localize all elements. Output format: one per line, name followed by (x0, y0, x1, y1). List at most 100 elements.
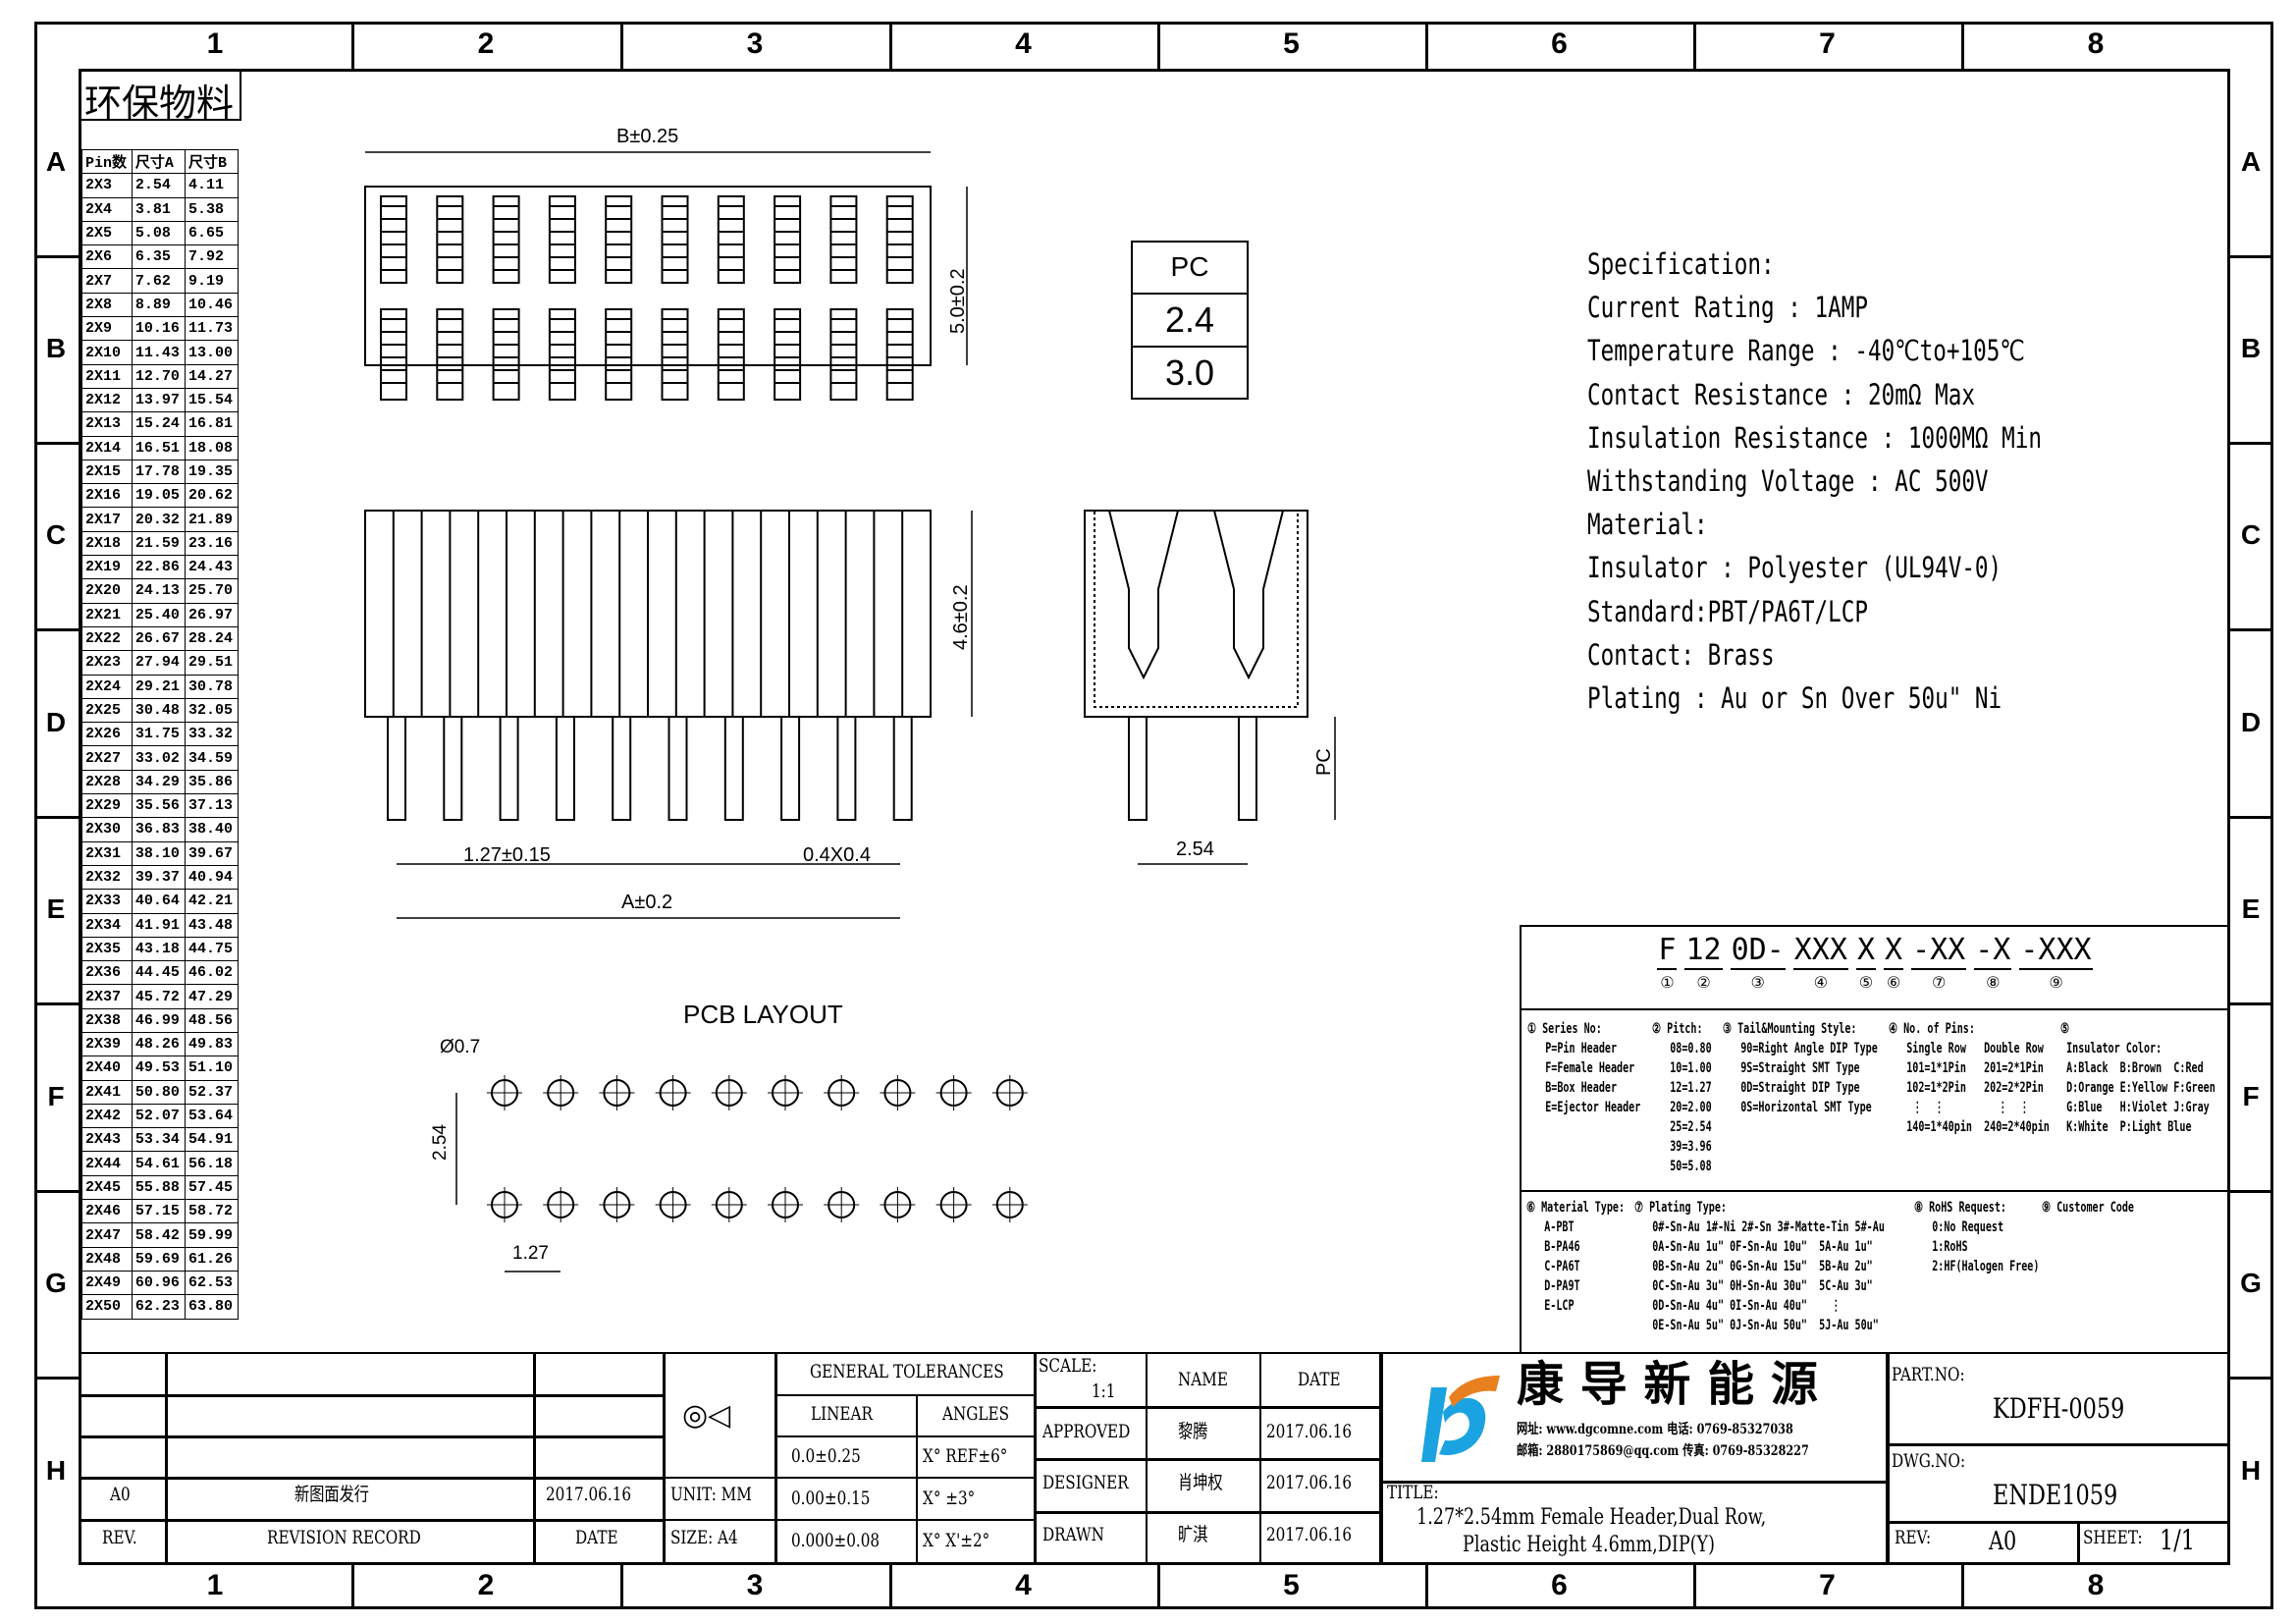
drawn-name: 旷淇 (1178, 1524, 1208, 1545)
row-label-left: A (45, 146, 67, 177)
table-cell: 2X36 (81, 960, 133, 986)
dim-pcb-pitch: 1.27 (512, 1243, 549, 1264)
zone-tick (1693, 1565, 1696, 1609)
company-box (1381, 1352, 1888, 1565)
zone-tick (1961, 22, 1964, 69)
table-cell: 47.29 (184, 984, 240, 1009)
part-code-value: -XX (1911, 933, 1967, 970)
table-cell: 49.83 (184, 1031, 240, 1057)
zone-tick (1425, 1565, 1428, 1609)
pc-table (1131, 241, 1249, 400)
zone-tick (34, 1190, 79, 1193)
column-label-top: 4 (1015, 27, 1032, 60)
eco-label: 环保物料 (84, 81, 235, 125)
table-cell: 2X19 (81, 555, 133, 580)
company-logo (1421, 1376, 1500, 1462)
row-label-left: H (45, 1455, 67, 1486)
dim-height-front: 4.6±0.2 (950, 584, 972, 650)
table-cell: 30.78 (184, 674, 240, 699)
table-cell: 11.73 (184, 316, 240, 342)
divider (1131, 293, 1249, 295)
pc-value-1: 2.4 (1164, 299, 1215, 340)
zone-tick (2230, 628, 2273, 631)
hole-cross (599, 1187, 635, 1222)
dwg-no: ENDE1059 (1993, 1479, 2118, 1511)
contact-slot (774, 195, 802, 284)
unit: UNIT: MM (670, 1484, 752, 1505)
hole-cross (543, 1187, 579, 1222)
column-label-top: 8 (2087, 27, 2105, 60)
zone-tick (2230, 816, 2273, 819)
table-cell: 2X8 (81, 292, 133, 318)
hole-cross (487, 1187, 522, 1222)
table-cell: 35.56 (131, 793, 186, 819)
contact-slot (717, 195, 745, 284)
row-label-right: E (2241, 893, 2261, 924)
contact (1213, 510, 1284, 680)
row-label-left: B (45, 333, 67, 363)
col-line (774, 1352, 777, 1565)
rev-label: REV: (1895, 1527, 1932, 1548)
table-cell: 17.78 (131, 459, 186, 485)
table-cell: 48.26 (131, 1031, 186, 1057)
row-label-left: C (45, 519, 67, 550)
table-cell: 8.89 (131, 292, 186, 318)
hole-cross (711, 1075, 747, 1110)
linear-tolerance: 0.000±0.08 (791, 1530, 881, 1551)
spec-line: Material: (1587, 508, 1708, 542)
spec-line: Standard:PBT/PA6T/LCP (1587, 594, 1868, 628)
sheet-value: 1/1 (2160, 1524, 2196, 1556)
drawing-title: Plastic Height 4.6mm,DIP(Y) (1463, 1533, 1716, 1557)
part-code-value: F (1657, 933, 1678, 970)
table-cell: 2X18 (81, 530, 133, 557)
part-code-index: ① (1660, 973, 1675, 992)
table-cell: 2.54 (131, 173, 186, 198)
table-cell: 54.61 (131, 1151, 186, 1176)
table-cell: 14.27 (184, 363, 240, 389)
pin (1238, 716, 1257, 821)
header-rev: REV. (102, 1527, 137, 1548)
table-cell: 2X44 (81, 1151, 133, 1176)
zone-tick (34, 1002, 79, 1005)
dim-side-pitch: 2.54 (1176, 839, 1214, 860)
date-header: DATE (1298, 1369, 1341, 1390)
zone-tick (2230, 442, 2273, 445)
zone-tick (2230, 1190, 2273, 1193)
table-cell: 5.08 (131, 220, 186, 246)
table-cell: 25.70 (184, 578, 240, 604)
pin (555, 716, 575, 821)
drawing-title: 1.27*2.54mm Female Header,Dual Row, (1416, 1505, 1767, 1530)
col-line (663, 1352, 666, 1565)
table-cell: 19.35 (184, 459, 240, 485)
dwg-no-label: DWG.NO: (1892, 1450, 1966, 1472)
hole-cross (935, 1075, 972, 1110)
contact-slot (885, 195, 914, 284)
table-cell: 13.00 (184, 340, 240, 365)
contact-slot (380, 308, 407, 401)
table-cell: 52.37 (184, 1079, 240, 1105)
table-cell: 20.62 (184, 483, 240, 509)
table-cell: 56.18 (184, 1151, 240, 1176)
sheet-label: SHEET: (2083, 1527, 2143, 1548)
approved-label: APPROVED (1042, 1421, 1131, 1442)
part-code-index: ⑤ (1858, 973, 1874, 992)
name-header: NAME (1178, 1369, 1228, 1390)
title-label: TITLE: (1387, 1482, 1439, 1503)
part-code-index: ⑧ (1986, 973, 2001, 992)
legend-block: ④ No. of Pins: Single Row Double Row 101… (1889, 1021, 2050, 1135)
eco-label-box (79, 69, 241, 121)
table-cell: 2X42 (81, 1103, 133, 1129)
